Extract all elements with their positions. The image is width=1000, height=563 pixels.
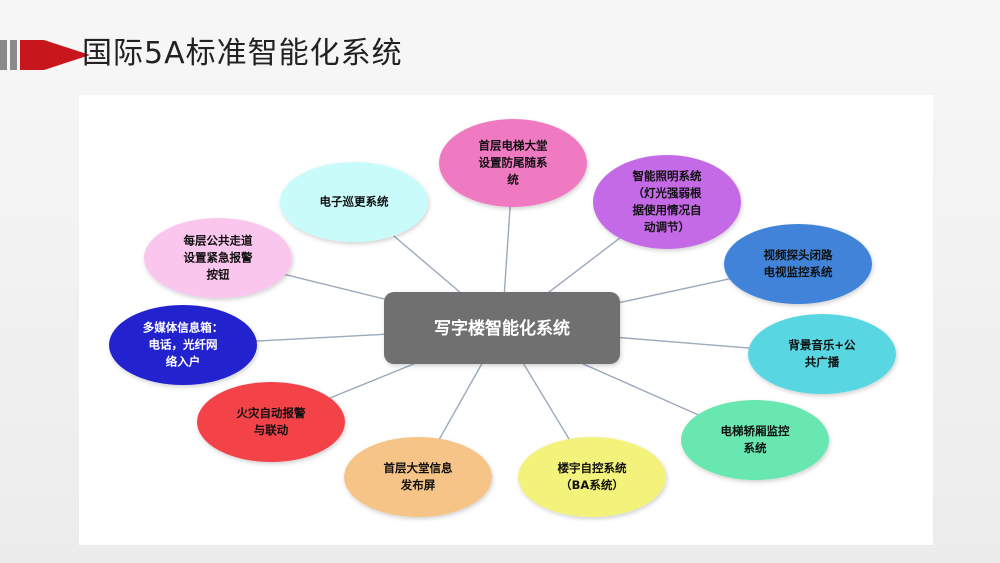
node-label-line: 系统	[744, 441, 767, 455]
node-label-line: 楼宇自控系统	[558, 461, 627, 475]
node-label-line: 统	[507, 173, 519, 187]
node-label-line: 设置防尾随系	[479, 156, 548, 170]
center-label: 写字楼智能化系统	[434, 318, 570, 339]
mind-map-diagram: 首层电梯大堂设置防尾随系统智能照明系统（灯光强弱根据使用情况自动调节）视频探头闭…	[109, 119, 896, 517]
node-label-line: 每层公共走道	[184, 234, 253, 248]
diagram-panel: 首层电梯大堂设置防尾随系统智能照明系统（灯光强弱根据使用情况自动调节）视频探头闭…	[79, 95, 933, 545]
node-bubble	[109, 305, 257, 385]
node-label-line: （BA系统）	[560, 478, 624, 492]
node-label-line: 按钮	[207, 268, 230, 282]
center-box	[384, 292, 620, 364]
node-bubble	[748, 314, 896, 394]
node-bubble	[724, 224, 872, 304]
node-label-line: 设置紧急报警	[184, 251, 253, 265]
node-label-line: 发布屏	[400, 478, 436, 492]
title-stripe	[0, 40, 7, 70]
node-bubble	[197, 382, 345, 462]
node-label-line: 共广播	[805, 355, 840, 369]
node-label-line: 与联动	[254, 423, 289, 437]
node-bubble	[344, 437, 492, 517]
center-node: 写字楼智能化系统	[384, 292, 620, 364]
node-label-line: 背景音乐+公	[788, 338, 856, 352]
node-bubble	[439, 119, 587, 207]
node-ba: 楼宇自控系统 （BA系统）	[518, 437, 666, 517]
node-label-line: 动调节）	[644, 220, 690, 234]
node-bubble	[144, 218, 292, 298]
node-bubble	[518, 437, 666, 517]
node-label-line: 多媒体信息箱：	[143, 321, 224, 335]
node-label-line: 智能照明系统	[633, 169, 702, 183]
title-bar: 国际5A标准智能化系统	[0, 28, 1000, 76]
node-label-line: （灯光强弱根	[633, 186, 702, 200]
node-label-line: 络入户	[166, 355, 201, 369]
node-label-line: 电话，光纤网	[149, 338, 218, 352]
node-bubble	[593, 155, 741, 249]
node-patrol: 电子巡更系统	[280, 162, 428, 242]
node-label-line: 视频探头闭路	[764, 248, 833, 262]
node-label-line: 电视监控系统	[764, 265, 833, 279]
node-label-line: 火灾自动报警	[237, 406, 306, 420]
nodes: 首层电梯大堂设置防尾随系统智能照明系统（灯光强弱根据使用情况自动调节）视频探头闭…	[109, 119, 896, 517]
node-bubble	[280, 162, 428, 242]
page-title: 国际5A标准智能化系统	[82, 36, 403, 71]
node-bubble	[681, 400, 829, 480]
node-label-line: 首层电梯大堂	[479, 139, 548, 153]
title-stripe	[10, 40, 17, 70]
node-label-line: 据使用情况自	[633, 203, 702, 217]
title-marker	[20, 40, 44, 70]
node-label-line: 电子巡更系统	[320, 195, 389, 209]
node-label-line: 电梯轿厢监控	[721, 424, 790, 438]
title-arrow-icon	[44, 40, 90, 70]
node-label-line: 首层大堂信息	[384, 461, 453, 475]
